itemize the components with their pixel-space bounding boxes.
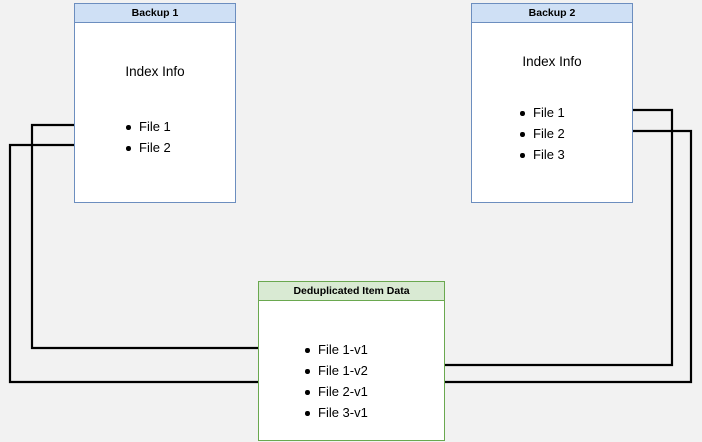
backup1-file-list: File 1 File 2 (124, 116, 171, 158)
backup2-box: Backup 2 Index Info File 1 File 2 File 3 (471, 3, 633, 203)
dedup-header: Deduplicated Item Data (259, 282, 444, 301)
backup2-title: Index Info (522, 54, 582, 69)
list-item: File 1 (518, 102, 565, 123)
dedup-file-list: File 1-v1 File 1-v2 File 2-v1 File 3-v1 (303, 339, 368, 423)
list-item: File 1-v2 (303, 360, 368, 381)
list-item: File 2-v1 (303, 381, 368, 402)
list-item: File 3-v1 (303, 402, 368, 423)
list-item: File 2 (124, 137, 171, 158)
list-item: File 3 (518, 144, 565, 165)
list-item: File 1 (124, 116, 171, 137)
dedup-box: Deduplicated Item Data File 1-v1 File 1-… (258, 281, 445, 441)
backup2-header: Backup 2 (472, 4, 632, 23)
backup2-file-list: File 1 File 2 File 3 (518, 102, 565, 165)
backup1-box: Backup 1 Index Info File 1 File 2 (74, 3, 236, 203)
backup1-header: Backup 1 (75, 4, 235, 23)
list-item: File 2 (518, 123, 565, 144)
list-item: File 1-v1 (303, 339, 368, 360)
backup1-title: Index Info (125, 64, 185, 79)
